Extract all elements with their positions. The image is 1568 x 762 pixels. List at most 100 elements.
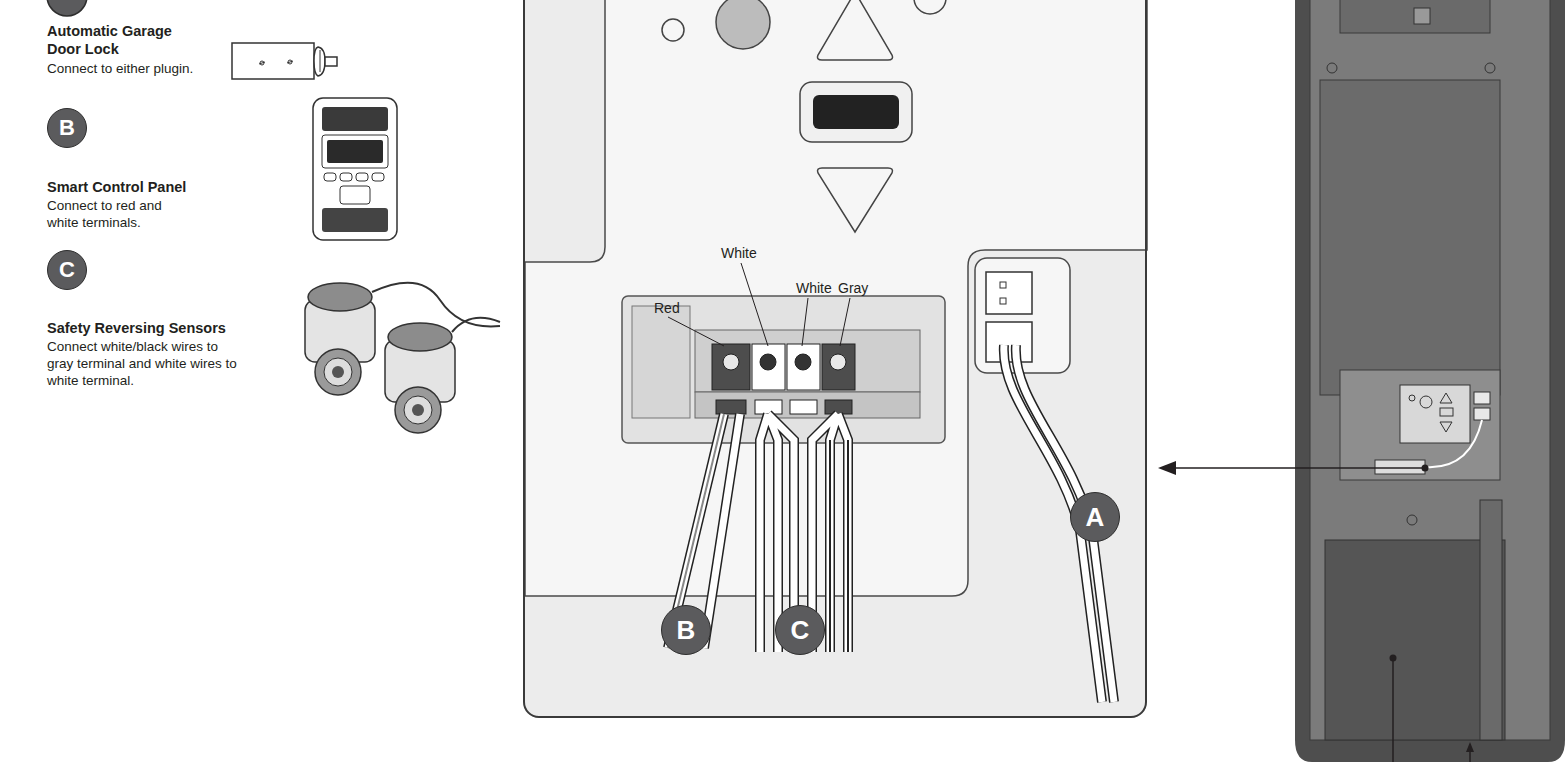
callout-letter: B — [59, 115, 75, 141]
unit-screw — [1414, 8, 1430, 24]
sensor-top — [308, 283, 372, 311]
panel-led — [662, 19, 684, 41]
unit-body — [1310, 0, 1550, 740]
terminal-hole — [795, 354, 811, 370]
wire-color-label: White — [796, 280, 832, 296]
leader-arrowhead — [1158, 461, 1176, 475]
leader-line — [1170, 467, 1425, 469]
terminal-hole — [830, 354, 846, 370]
terminal-recess — [632, 306, 690, 418]
callout-circle: C — [775, 605, 825, 655]
wire-color-label: Red — [654, 300, 680, 316]
red-terminal — [712, 344, 750, 390]
plug-pin — [1000, 282, 1006, 288]
white-terminal — [787, 344, 820, 390]
sensor-lens-ring — [315, 349, 361, 395]
item-note: Connect white/black wires to gray termin… — [47, 338, 245, 389]
callout-circle-cut — [47, 0, 87, 16]
unit-terminal — [1375, 460, 1425, 474]
unit-cover — [1320, 80, 1500, 395]
wire-color-label: Gray — [838, 280, 868, 296]
terminal-tab — [755, 400, 782, 414]
lock-bolt — [325, 57, 337, 66]
sensor-top — [388, 323, 452, 351]
unit-control-area — [1340, 370, 1500, 480]
wire — [704, 414, 740, 648]
unit-learn — [1440, 408, 1453, 416]
lock-screw — [260, 61, 264, 65]
unit-hole — [1327, 63, 1337, 73]
leader-dot — [1390, 655, 1397, 662]
unit-plug — [1474, 392, 1490, 404]
callout-letter: C — [791, 615, 810, 646]
lock-knob-line — [320, 50, 321, 72]
sensor-lens-ring — [395, 387, 441, 433]
lock-screw-slot — [259, 62, 265, 64]
item-heading: Safety Reversing Sensors — [47, 319, 287, 337]
item-heading: Smart Control Panel — [47, 178, 287, 196]
leader-line — [840, 298, 850, 346]
leader-line — [741, 263, 768, 346]
unit-control-panel — [1400, 385, 1470, 443]
plug-socket — [986, 272, 1032, 314]
lock-knob — [314, 47, 325, 76]
lock-screw — [288, 60, 292, 64]
wire — [1016, 345, 1114, 702]
unit-screw — [1407, 515, 1417, 525]
unit-up — [1440, 393, 1452, 403]
callout-circle: A — [1070, 492, 1120, 542]
sensor-lens — [404, 396, 432, 424]
up-button — [818, 0, 893, 60]
control-panel-body — [313, 98, 397, 240]
terminal-hole — [723, 354, 739, 370]
learn-button — [813, 95, 899, 129]
sensor-lens-center — [332, 366, 344, 378]
panel-button — [716, 0, 770, 49]
control-panel-bottom — [322, 208, 388, 232]
panel-inner — [525, 0, 1147, 596]
control-panel-key — [356, 173, 368, 181]
terminal-frame — [622, 296, 945, 443]
unit-button — [1420, 396, 1432, 408]
item-note: Connect to red and white terminals. — [47, 197, 182, 231]
gray-terminal — [822, 344, 855, 390]
learn-button-frame — [800, 82, 912, 142]
leader-dot — [1422, 465, 1429, 472]
terminal-block — [695, 330, 920, 392]
unit-plug — [1474, 408, 1490, 420]
control-panel-screen — [327, 140, 383, 163]
lock-screw-slot — [287, 61, 293, 63]
unit-rail — [1480, 500, 1502, 740]
item-heading: Automatic Garage Door Lock — [47, 22, 192, 58]
callout-letter: A — [1086, 502, 1105, 533]
callout-circle: B — [47, 108, 87, 148]
unit-frame — [1295, 0, 1565, 762]
down-button — [818, 168, 893, 232]
wire-color-label: White — [721, 245, 757, 261]
plug-pin — [1000, 298, 1006, 304]
callout-letter: C — [59, 257, 75, 283]
terminal-tab — [790, 400, 817, 414]
callout-circle: B — [661, 605, 711, 655]
panel-fill — [523, 0, 1147, 718]
callout-circle: C — [47, 250, 87, 290]
callout-letter: B — [677, 615, 696, 646]
wire-outline — [704, 414, 740, 648]
control-panel-key — [324, 173, 336, 181]
lock-body — [232, 43, 314, 79]
leader-line — [668, 317, 724, 346]
leader-arrowhead — [1466, 742, 1474, 752]
sensor-lens-center — [412, 404, 424, 416]
panel-button — [914, 0, 946, 14]
control-panel-button — [340, 186, 370, 204]
sensor-cable — [372, 283, 500, 327]
plug-housing — [975, 258, 1070, 373]
wire-outline — [1016, 345, 1114, 702]
terminal-block-base — [695, 392, 920, 418]
terminal-hole — [760, 354, 776, 370]
unit-down — [1440, 422, 1452, 432]
leader-line — [1392, 658, 1394, 762]
sensor-cable — [452, 318, 500, 332]
control-panel-screen-frame — [322, 135, 388, 168]
terminal-tab — [825, 400, 852, 414]
